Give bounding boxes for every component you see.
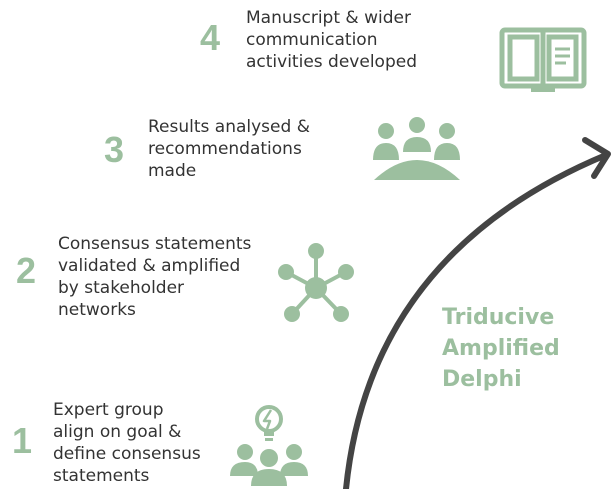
step-3-text: Results analysed & recommendations made (148, 117, 310, 181)
step-4-text: Manuscript & wider communication activit… (246, 8, 417, 72)
progress-arrow (343, 137, 611, 489)
diagram-title: Triducive Amplified Delphi (442, 305, 560, 392)
step-1-number: 1 (12, 420, 33, 461)
step-1-text: Expert group align on goal & define cons… (53, 400, 201, 486)
step-2-text: Consensus statements validated & amplifi… (58, 234, 252, 320)
step-2-number: 2 (16, 250, 37, 291)
book-icon (499, 27, 587, 92)
meeting-icon (373, 117, 460, 180)
step-4-number: 4 (200, 17, 221, 58)
idea-team-icon (230, 405, 308, 486)
network-icon (278, 243, 354, 322)
step-3-number: 3 (104, 129, 125, 170)
